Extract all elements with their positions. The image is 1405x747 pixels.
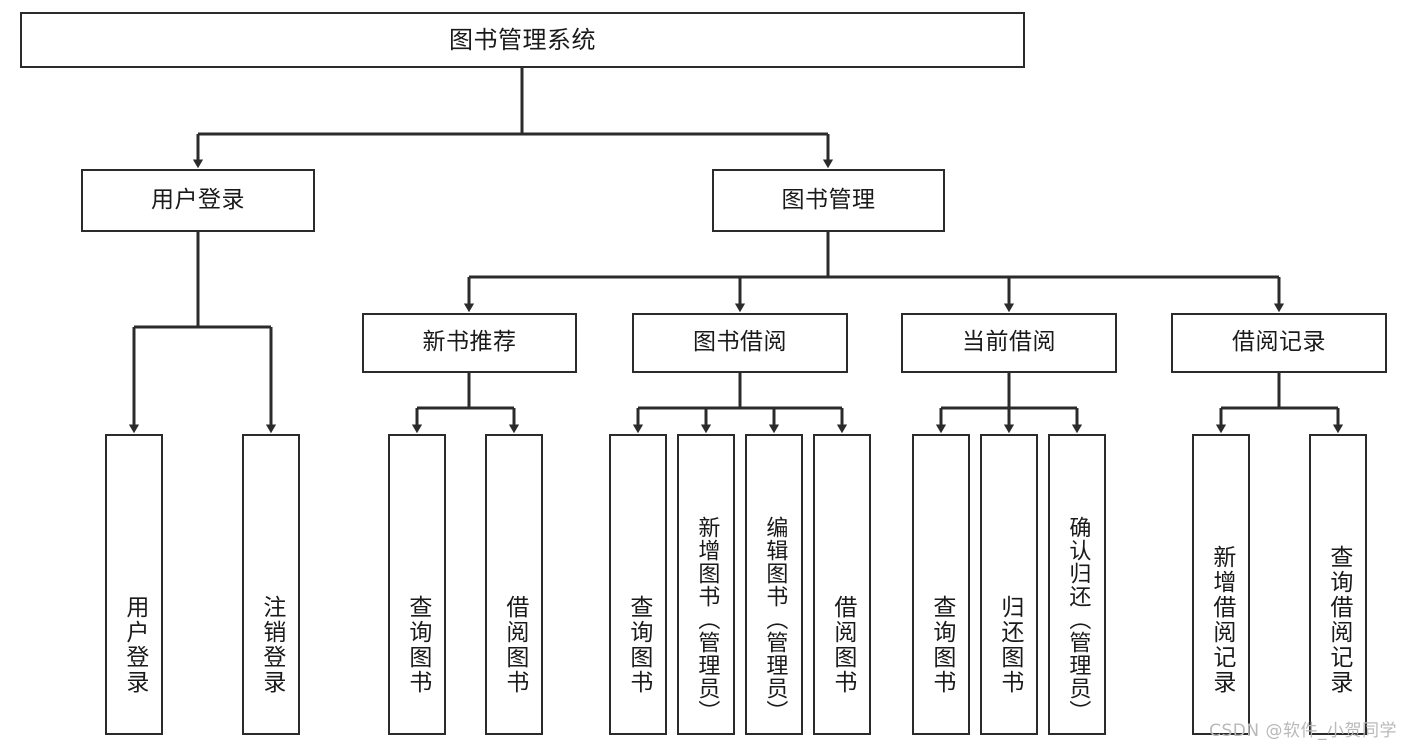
node-label: 查询图书	[928, 595, 955, 695]
node-root-system[interactable]: 图书管理系统	[20, 12, 1025, 68]
node-label: 编辑图书（管理员）	[762, 516, 788, 723]
node-label: 图书管理系统	[449, 25, 596, 54]
node-label: 借阅图书	[501, 595, 528, 695]
node-label: 注销登录	[258, 595, 285, 695]
node-current-borrow[interactable]: 当前借阅	[901, 313, 1117, 373]
node-book-manage[interactable]: 图书管理	[712, 169, 945, 232]
leaf-query-book-2[interactable]: 查询图书	[609, 434, 667, 735]
node-label: 查询图书	[625, 595, 652, 695]
leaf-confirm-return-admin[interactable]: 确认归还（管理员）	[1048, 434, 1106, 735]
node-label: 用户登录	[121, 595, 148, 695]
node-user-login[interactable]: 用户登录	[81, 169, 315, 232]
leaf-user-login[interactable]: 用户登录	[105, 434, 163, 735]
leaf-add-borrow-record[interactable]: 新增借阅记录	[1192, 434, 1250, 735]
node-label: 用户登录	[151, 186, 245, 213]
node-borrow-record[interactable]: 借阅记录	[1171, 313, 1387, 373]
node-label: 新增借阅记录	[1208, 545, 1235, 695]
leaf-borrow-book-1[interactable]: 借阅图书	[485, 434, 543, 735]
node-label: 归还图书	[996, 595, 1023, 695]
node-label: 确认归还（管理员）	[1065, 516, 1091, 723]
leaf-return-book[interactable]: 归还图书	[980, 434, 1038, 735]
leaf-query-book-1[interactable]: 查询图书	[388, 434, 446, 735]
node-book-borrow[interactable]: 图书借阅	[632, 313, 848, 373]
leaf-logout[interactable]: 注销登录	[242, 434, 300, 735]
node-label: 当前借阅	[962, 329, 1056, 356]
node-label: 图书借阅	[693, 329, 787, 356]
node-new-book-recommend[interactable]: 新书推荐	[362, 313, 577, 373]
node-label: 查询图书	[404, 595, 431, 695]
leaf-borrow-book-2[interactable]: 借阅图书	[813, 434, 871, 735]
node-label: 图书管理	[781, 186, 876, 213]
csdn-watermark: CSDN @软件_小贺同学	[1209, 721, 1397, 741]
node-label: 新书推荐	[422, 329, 517, 356]
leaf-edit-book-admin[interactable]: 编辑图书（管理员）	[745, 434, 803, 735]
node-label: 借阅图书	[829, 595, 856, 695]
leaf-query-borrow-record[interactable]: 查询借阅记录	[1309, 434, 1367, 735]
node-label: 借阅记录	[1232, 329, 1326, 356]
node-label: 查询借阅记录	[1325, 545, 1352, 695]
leaf-add-book-admin[interactable]: 新增图书（管理员）	[677, 434, 735, 735]
leaf-query-book-3[interactable]: 查询图书	[912, 434, 970, 735]
node-label: 新增图书（管理员）	[694, 516, 720, 723]
